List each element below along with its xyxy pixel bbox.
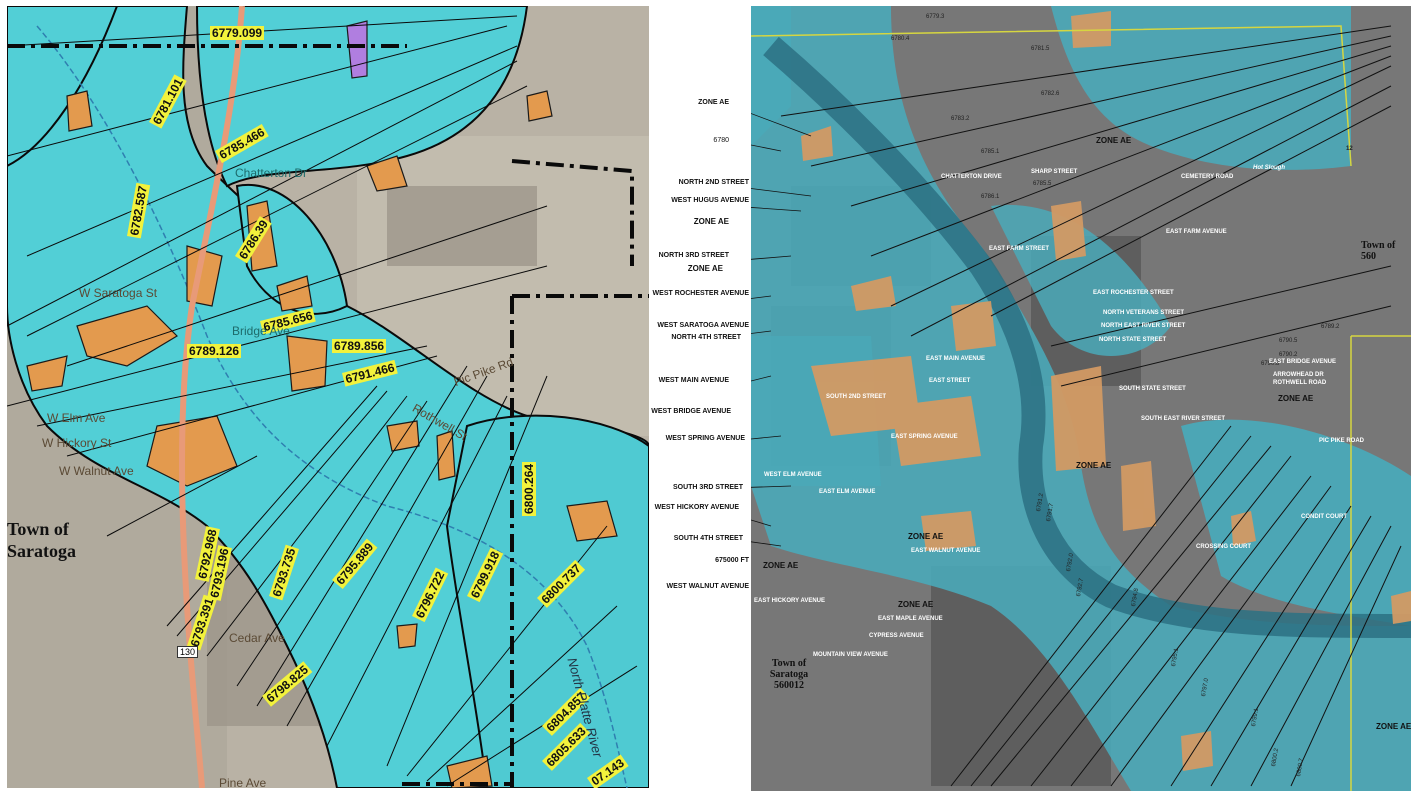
street-label: W Elm Ave bbox=[47, 411, 106, 425]
street-label: CONDIT COURT bbox=[1301, 514, 1347, 520]
street-label: CEMETERY ROAD bbox=[1181, 174, 1234, 180]
street-label: Chatterton Dr bbox=[235, 166, 308, 180]
highway-shield: 130 bbox=[177, 646, 199, 658]
street-label: W Hickory St bbox=[42, 436, 112, 450]
xs-number: 6790.2 bbox=[1279, 352, 1298, 358]
street-label: PIC PIKE ROAD bbox=[1319, 438, 1365, 444]
zone-label: ZONE AE bbox=[1096, 136, 1132, 145]
zone-label: ZONE AE bbox=[898, 600, 934, 609]
right-map-margin bbox=[649, 0, 751, 791]
xs-number: 6790.8 bbox=[1261, 361, 1280, 367]
side-label: SOUTH 4TH STREET bbox=[673, 535, 743, 542]
town-label-right-line2: 560 bbox=[1361, 251, 1376, 262]
water-label: Hot Slough bbox=[1253, 165, 1285, 171]
street-label: W Walnut Ave bbox=[59, 464, 134, 478]
right-map-graphic bbox=[751, 6, 1411, 791]
zone-label: ZONE AE bbox=[1278, 394, 1314, 403]
town-label: Town of Saratoga 560012 bbox=[759, 658, 819, 691]
street-label: EAST MAIN AVENUE bbox=[926, 356, 986, 362]
left-flood-map: 6779.099 6781.101 6782.587 6785.466 6786… bbox=[7, 6, 649, 788]
street-label: EAST FARM AVENUE bbox=[1166, 229, 1227, 235]
xs-number: 6782.6 bbox=[1041, 91, 1060, 97]
street-label: EAST HICKORY AVENUE bbox=[754, 598, 826, 604]
side-label: NORTH 4TH STREET bbox=[671, 334, 741, 341]
xs-number: 6781.5 bbox=[1031, 46, 1050, 52]
right-flood-map: ZONE AE ZONE AE ZONE AE ZONE AE ZONE AE … bbox=[751, 6, 1411, 791]
zone-label: ZONE AE bbox=[908, 532, 944, 541]
xs-number: 6780.4 bbox=[891, 36, 910, 42]
street-label: EAST MAPLE AVENUE bbox=[878, 616, 943, 622]
street-label: SOUTH EAST RIVER STREET bbox=[1141, 416, 1226, 422]
street-label: EAST FARM STREET bbox=[989, 246, 1050, 252]
street-label: EAST BRIDGE AVENUE bbox=[1269, 359, 1337, 365]
xs-number: 6785.5 bbox=[1033, 181, 1052, 187]
street-label: ARROWHEAD DR bbox=[1273, 372, 1324, 378]
street-label: SOUTH STATE STREET bbox=[1119, 386, 1186, 392]
street-label: EAST ROCHESTER STREET bbox=[1093, 290, 1174, 296]
street-label: EAST WALNUT AVENUE bbox=[911, 548, 981, 554]
zone-label: ZONE AE bbox=[763, 561, 799, 570]
xs-number: 6789.2 bbox=[1321, 324, 1340, 330]
street-label: ROTHWELL ROAD bbox=[1273, 380, 1327, 386]
side-label: WEST MAIN AVENUE bbox=[658, 377, 729, 384]
side-label: SOUTH 3RD STREET bbox=[672, 484, 743, 491]
side-label: WEST HUGUS AVENUE bbox=[671, 197, 749, 204]
side-label: NORTH 3RD STREET bbox=[658, 252, 729, 259]
zone-label: ZONE AE bbox=[1076, 461, 1112, 470]
xs-number: 6779.3 bbox=[926, 14, 945, 20]
xs-number: 6783.2 bbox=[951, 116, 970, 122]
street-label: NORTH VETERANS STREET bbox=[1103, 310, 1185, 316]
zone-label: ZONE AE bbox=[1376, 722, 1411, 731]
side-label: ZONE AE bbox=[687, 264, 723, 273]
xs-label: 6789.126 bbox=[187, 344, 242, 358]
side-label: WEST WALNUT AVENUE bbox=[666, 583, 749, 590]
town-label-right: Town of 560 bbox=[1361, 240, 1411, 262]
side-label: WEST HICKORY AVENUE bbox=[654, 504, 739, 511]
side-label: WEST ROCHESTER AVENUE bbox=[652, 290, 749, 297]
town-label-line2: Saratoga bbox=[7, 541, 76, 561]
street-label: CYPRESS AVENUE bbox=[869, 633, 924, 639]
street-label: WEST ELM AVENUE bbox=[764, 472, 822, 478]
side-label: WEST SARATOGA AVENUE bbox=[657, 322, 749, 329]
street-label: NORTH STATE STREET bbox=[1099, 337, 1167, 343]
street-label: Bridge Ave bbox=[232, 324, 290, 338]
side-label: 6780 bbox=[713, 137, 729, 144]
left-map-graphic bbox=[7, 6, 649, 788]
xs-label: 6779.099 bbox=[210, 26, 265, 40]
street-label: NORTH EAST RIVER STREET bbox=[1101, 323, 1186, 329]
side-label: WEST SPRING AVENUE bbox=[665, 435, 745, 442]
street-label: CROSSING COURT bbox=[1196, 544, 1252, 550]
town-label-line3: 560012 bbox=[774, 680, 804, 691]
xs-label: 6789.856 bbox=[332, 339, 387, 353]
xs-number: 6790.5 bbox=[1279, 338, 1298, 344]
street-label: SOUTH 2ND STREET bbox=[826, 394, 887, 400]
town-label-line1: Town of bbox=[771, 658, 807, 669]
town-label-line1: Town of bbox=[7, 519, 69, 539]
street-label: Pine Ave bbox=[219, 776, 267, 788]
side-label: ZONE AE bbox=[693, 217, 729, 226]
street-label: W Saratoga St bbox=[79, 286, 158, 300]
street-label: SHARP STREET bbox=[1031, 169, 1078, 175]
xs-label: 6800.264 bbox=[522, 461, 536, 516]
side-label: NORTH 2ND STREET bbox=[678, 179, 749, 186]
side-label: ZONE AE bbox=[698, 99, 729, 106]
street-label: EAST STREET bbox=[929, 378, 971, 384]
street-label: EAST ELM AVENUE bbox=[819, 489, 876, 495]
street-label: Cedar Ave bbox=[229, 631, 285, 645]
street-label: EAST SPRING AVENUE bbox=[891, 434, 958, 440]
street-label: MOUNTAIN VIEW AVENUE bbox=[813, 652, 888, 658]
map-number: 12 bbox=[1346, 146, 1353, 152]
street-label: CHATTERTON DRIVE bbox=[941, 174, 1002, 180]
town-label-line2: Saratoga bbox=[769, 669, 809, 680]
side-label: 675000 FT bbox=[715, 557, 749, 564]
xs-number: 6785.1 bbox=[981, 149, 1000, 155]
xs-number: 6786.1 bbox=[981, 194, 1000, 200]
side-label: WEST BRIDGE AVENUE bbox=[651, 408, 731, 415]
town-label-right-line1: Town of bbox=[1361, 240, 1396, 251]
